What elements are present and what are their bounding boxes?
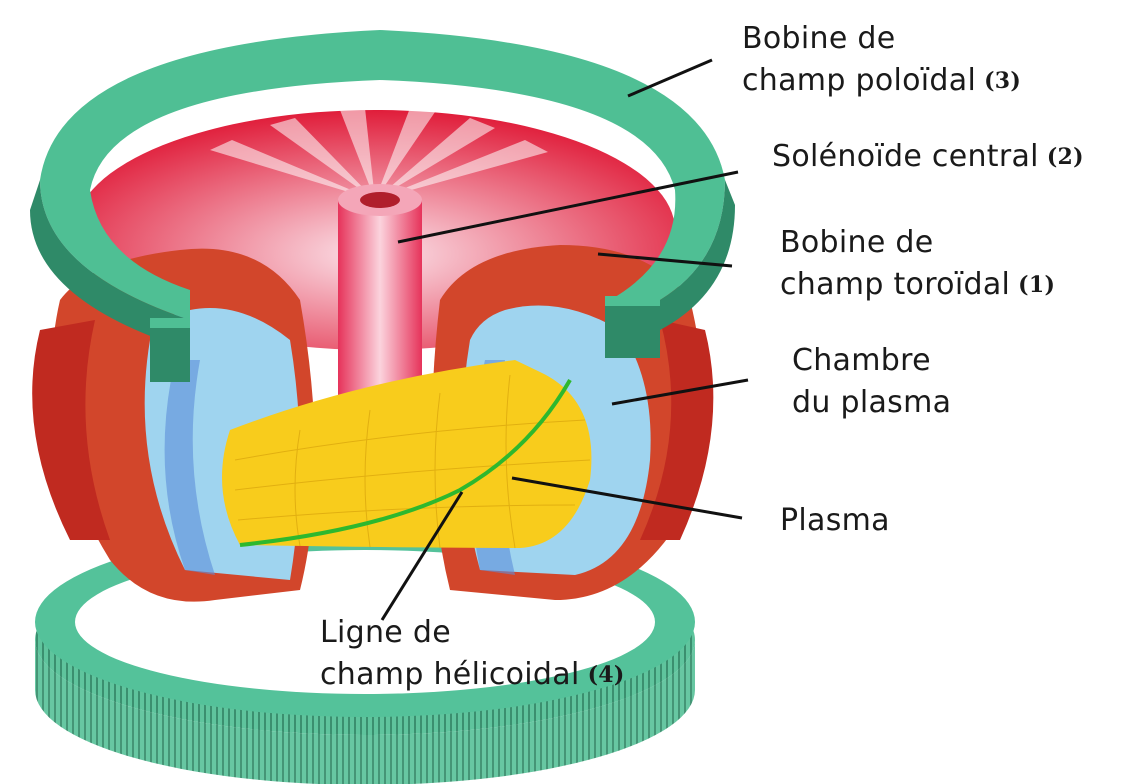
label-helical-field-line: Ligne de champ hélicoidal (4) bbox=[320, 612, 625, 696]
label-toroidal-coil: Bobine de champ toroïdal (1) bbox=[780, 222, 1055, 306]
label-helical-line1: Ligne de bbox=[320, 612, 625, 654]
label-toroidal-number: (1) bbox=[1018, 272, 1055, 298]
label-poloidal-number: (3) bbox=[984, 68, 1021, 94]
label-toroidal-line1: Bobine de bbox=[780, 222, 1055, 264]
label-poloidal-line2: champ poloïdal bbox=[742, 63, 976, 98]
label-poloidal-line1: Bobine de bbox=[742, 18, 1021, 60]
label-solenoid-line1: Solénoïde central bbox=[772, 139, 1039, 174]
leader-poloidal bbox=[628, 60, 712, 96]
label-helical-number: (4) bbox=[588, 662, 625, 688]
label-helical-line2: champ hélicoidal bbox=[320, 657, 580, 692]
label-poloidal-coil: Bobine de champ poloïdal (3) bbox=[742, 18, 1021, 102]
label-plasma-line1: Plasma bbox=[780, 500, 890, 542]
label-chamber-line2: du plasma bbox=[792, 382, 951, 424]
label-plasma-chamber: Chambre du plasma bbox=[792, 340, 951, 424]
label-toroidal-line2: champ toroïdal bbox=[780, 267, 1010, 302]
label-central-solenoid: Solénoïde central (2) bbox=[772, 136, 1084, 178]
label-plasma: Plasma bbox=[780, 500, 890, 542]
label-chamber-line1: Chambre bbox=[792, 340, 951, 382]
label-solenoid-number: (2) bbox=[1047, 144, 1084, 170]
